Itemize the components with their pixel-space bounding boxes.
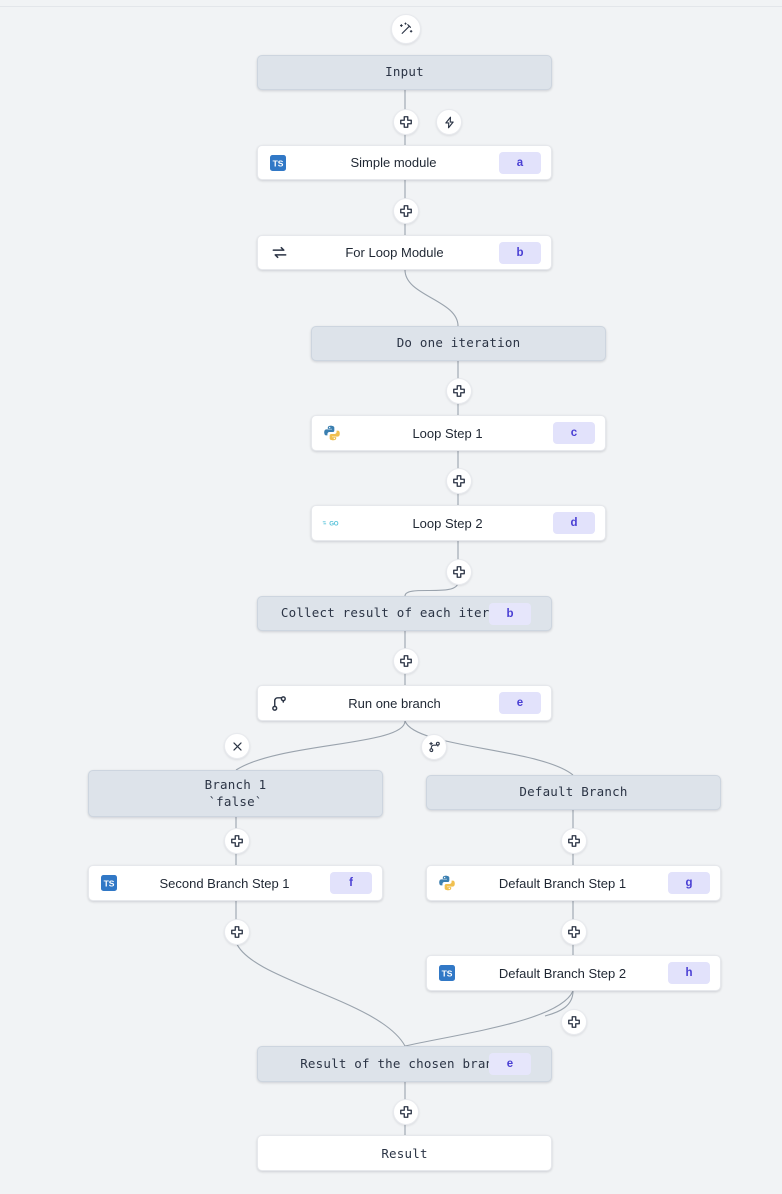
magic-wand-button[interactable] xyxy=(391,14,421,44)
node-simple-module-badge: a xyxy=(499,151,541,174)
node-run-one-branch-badge: e xyxy=(499,692,541,714)
python-icon xyxy=(437,873,457,893)
plus-button-defstep2-chosen[interactable] xyxy=(561,1009,587,1035)
close-button-branch-1[interactable] xyxy=(224,733,250,759)
edge-defstep2-chosen xyxy=(404,990,574,1047)
node-simple-module-label: Simple module xyxy=(350,155,437,170)
node-input-label: Input xyxy=(385,64,424,80)
node-chosen-branch-result[interactable]: Result of the chosen branch e xyxy=(257,1046,552,1082)
node-loop-step-1-badge: c xyxy=(553,422,595,444)
node-for-loop-module[interactable]: For Loop Module b xyxy=(257,235,552,270)
plus-button-collect-runbranch[interactable] xyxy=(393,648,419,674)
node-input[interactable]: Input xyxy=(257,55,552,90)
node-collect-result-badge: b xyxy=(489,602,531,625)
node-second-branch-step-1-label: Second Branch Step 1 xyxy=(159,875,290,891)
edge-plus-collect xyxy=(404,581,459,597)
node-loop-step-1-label: Loop Step 1 xyxy=(412,425,483,441)
node-collect-result[interactable]: Collect result of each iteration b xyxy=(257,596,552,631)
plus-button-doiter-loopstep1[interactable] xyxy=(446,378,472,404)
node-run-one-branch[interactable]: Run one branch e xyxy=(257,685,552,721)
plus-button-chosen-result[interactable] xyxy=(393,1099,419,1125)
plus-button-simple-forloop[interactable] xyxy=(393,198,419,224)
node-run-one-branch-label: Run one branch xyxy=(348,695,441,711)
plus-button-defaultbranch-defstep1[interactable] xyxy=(561,828,587,854)
plus-button-defstep1-defstep2[interactable] xyxy=(561,919,587,945)
plus-button-branch1-secondstep1[interactable] xyxy=(224,828,250,854)
svg-text:TS: TS xyxy=(273,158,284,168)
node-result[interactable]: Result xyxy=(257,1135,552,1171)
node-second-branch-step-1-badge: f xyxy=(330,872,372,894)
node-loop-step-1[interactable]: Loop Step 1 c xyxy=(311,415,606,451)
node-do-one-iteration[interactable]: Do one iteration xyxy=(311,326,606,361)
node-default-branch-step-2-label: Default Branch Step 2 xyxy=(498,965,627,981)
svg-text:TS: TS xyxy=(442,969,453,979)
plus-button-input-simple[interactable] xyxy=(393,109,419,135)
node-simple-module[interactable]: TS Simple module a xyxy=(257,145,552,180)
node-branch-1-label: Branch 1 `false` xyxy=(204,776,267,809)
lightning-bolt-button[interactable] xyxy=(436,109,462,135)
plus-button-loopstep2-collect[interactable] xyxy=(446,559,472,585)
node-for-loop-module-label: For Loop Module xyxy=(345,245,444,260)
plus-button-loopstep1-loopstep2[interactable] xyxy=(446,468,472,494)
node-do-one-iteration-label: Do one iteration xyxy=(396,335,521,351)
node-chosen-branch-result-label: Result of the chosen branch xyxy=(300,1055,509,1071)
node-for-loop-module-badge: b xyxy=(499,241,541,264)
edge-forloop-doiter xyxy=(404,269,459,327)
node-default-branch-step-1[interactable]: Default Branch Step 1 g xyxy=(426,865,721,901)
node-result-label: Result xyxy=(381,1145,428,1161)
typescript-icon: TS xyxy=(99,873,119,893)
node-default-branch[interactable]: Default Branch xyxy=(426,775,721,810)
node-chosen-branch-result-badge: e xyxy=(489,1053,531,1075)
node-default-branch-step-2[interactable]: TS Default Branch Step 2 h xyxy=(426,955,721,991)
typescript-icon: TS xyxy=(437,963,457,983)
node-second-branch-step-1[interactable]: TS Second Branch Step 1 f xyxy=(88,865,383,901)
go-icon: GO xyxy=(322,513,342,533)
top-divider xyxy=(0,6,782,7)
node-default-branch-step-1-label: Default Branch Step 1 xyxy=(498,875,627,891)
typescript-icon: TS xyxy=(268,153,288,173)
node-loop-step-2-label: Loop Step 2 xyxy=(412,515,483,531)
node-default-branch-step-2-badge: h xyxy=(668,962,710,984)
branch-icon xyxy=(268,692,290,714)
plus-button-secondstep1-chosen[interactable] xyxy=(224,919,250,945)
node-loop-step-2[interactable]: GO Loop Step 2 d xyxy=(311,505,606,541)
svg-text:TS: TS xyxy=(104,879,115,889)
node-branch-1[interactable]: Branch 1 `false` xyxy=(88,770,383,817)
python-icon xyxy=(322,423,342,443)
edge-secondstep1-chosen xyxy=(235,941,406,1047)
node-loop-step-2-badge: d xyxy=(553,512,595,534)
svg-text:GO: GO xyxy=(329,520,338,527)
node-default-branch-label: Default Branch xyxy=(519,784,628,800)
node-default-branch-step-1-badge: g xyxy=(668,872,710,894)
edge-runbranch-branch1 xyxy=(235,720,406,771)
loop-icon xyxy=(268,242,290,264)
add-branch-button[interactable] xyxy=(421,734,447,760)
